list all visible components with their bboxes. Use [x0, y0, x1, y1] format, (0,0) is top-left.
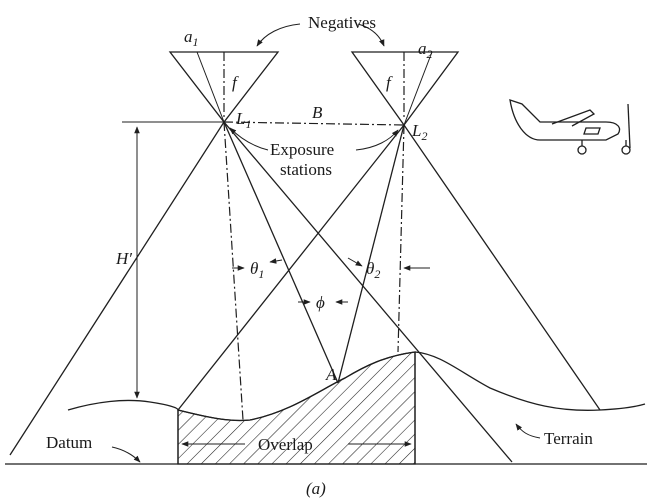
stations-label: stations — [280, 160, 332, 179]
terrain-label: Terrain — [544, 429, 593, 448]
figure-caption: (a) — [306, 479, 326, 498]
principal-axis-right — [397, 124, 405, 353]
focal-length-left-label: f — [232, 73, 239, 92]
L1-label: L1 — [235, 109, 251, 131]
terrain-profile — [67, 351, 646, 422]
theta2-label: θ2 — [366, 259, 380, 281]
ray-L1-to-A — [223, 121, 339, 384]
theta1-arrow-b — [269, 258, 283, 264]
exposure-arrow-left — [229, 127, 269, 151]
flying-height-label: H′ — [115, 249, 132, 268]
principal-axis-left — [223, 121, 244, 421]
a2-label: a2 — [418, 39, 433, 61]
theta2-arrow-a — [347, 257, 363, 267]
ray-right-coverage — [177, 124, 405, 411]
ray-L2-to-A — [337, 124, 405, 384]
negative-right-inner-line — [403, 51, 433, 126]
exposure-arrow-right — [355, 129, 399, 151]
negatives-arrow-right — [357, 23, 385, 47]
negatives-arrow-left — [256, 23, 301, 47]
airplane-icon — [509, 99, 631, 155]
datum-callout-arrow — [111, 446, 141, 463]
datum-label: Datum — [46, 433, 92, 452]
point-A-label: A — [325, 365, 337, 384]
ray-right-right-coverage — [403, 124, 601, 411]
theta1-label: θ1 — [250, 259, 264, 281]
focal-length-right-label: f — [386, 73, 393, 92]
overlap-label: Overlap — [258, 435, 313, 454]
phi-label: ϕ — [316, 293, 325, 312]
terrain-callout-arrow — [515, 423, 541, 439]
negatives-label: Negatives — [308, 13, 376, 32]
a1-label: a1 — [184, 27, 199, 49]
ray-left-coverage — [9, 121, 225, 456]
air-base-line — [223, 121, 405, 126]
exposure-label: Exposure — [270, 140, 334, 159]
ray-left-right-coverage — [223, 121, 513, 463]
L2-label: L2 — [411, 121, 427, 143]
negative-right — [350, 51, 460, 127]
air-base-label: B — [312, 103, 323, 122]
negative-left-inner-line — [196, 51, 225, 123]
